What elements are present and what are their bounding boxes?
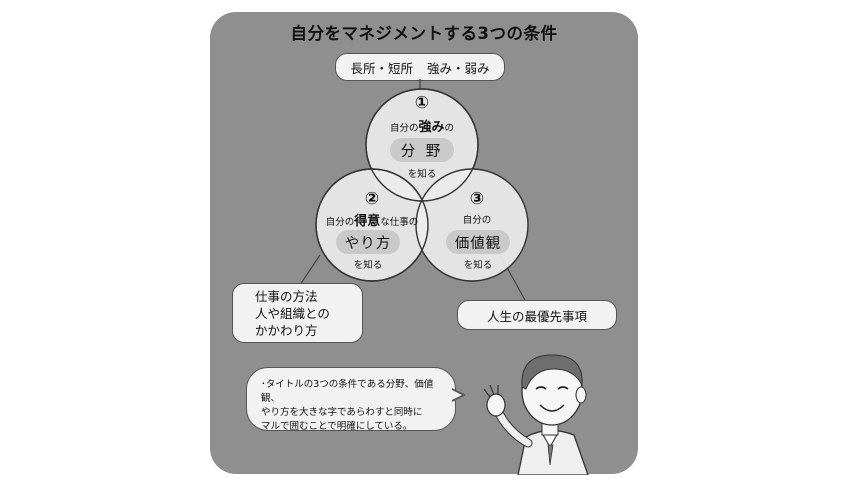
work-method-box: 仕事の方法 人や組織との かかわり方 <box>232 283 363 343</box>
diagram-title: 自分をマネジメントする3つの条件 <box>290 24 558 43</box>
strengths-right-text: 強み・弱み <box>427 60 490 76</box>
strengths-left-text: 長所・短所 <box>350 60 413 76</box>
connector-left <box>299 254 321 286</box>
circle-3-caption: 自分の <box>462 215 492 226</box>
circle-1-field-pill: 分 野 <box>390 138 454 162</box>
bubble-line3: マルで囲むことで明確にしている。 <box>261 421 413 432</box>
circle-2-suffix: を知る <box>353 260 383 271</box>
circle-outline-2 <box>315 168 429 282</box>
bubble-line2: やり方を大きな字であらわすと同時に <box>261 407 423 418</box>
circle-2-caption: 自分の得意な仕事の <box>325 214 419 229</box>
circle-outline-1 <box>365 88 479 202</box>
circle-2-field-pill: やり方 <box>336 230 400 254</box>
circle-1-suffix: を知る <box>407 169 437 180</box>
circle-1-number: ① <box>414 93 430 113</box>
speech-bubble: ･タイトルの3つの条件である分野、価値観、 やり方を大きな字であらわすと同時に … <box>246 367 456 432</box>
circle-1-caption: 自分の強みの <box>389 120 455 135</box>
bubble-tail-inner <box>452 390 462 400</box>
life-priority-label: 人生の最優先事項 <box>457 300 617 330</box>
circle-2-number: ② <box>364 189 380 209</box>
work-method-line2: 人や組織との <box>255 306 330 321</box>
circle-3-number: ③ <box>469 189 485 209</box>
bubble-line1: ･タイトルの3つの条件である分野、価値観、 <box>261 379 434 404</box>
presenter-illustration-icon <box>483 354 589 475</box>
work-method-line1: 仕事の方法 <box>255 289 318 304</box>
work-method-line3: かかわり方 <box>255 323 318 338</box>
circle-3-suffix: を知る <box>463 260 493 271</box>
circle-3-field-pill: 価値観 <box>446 230 510 254</box>
